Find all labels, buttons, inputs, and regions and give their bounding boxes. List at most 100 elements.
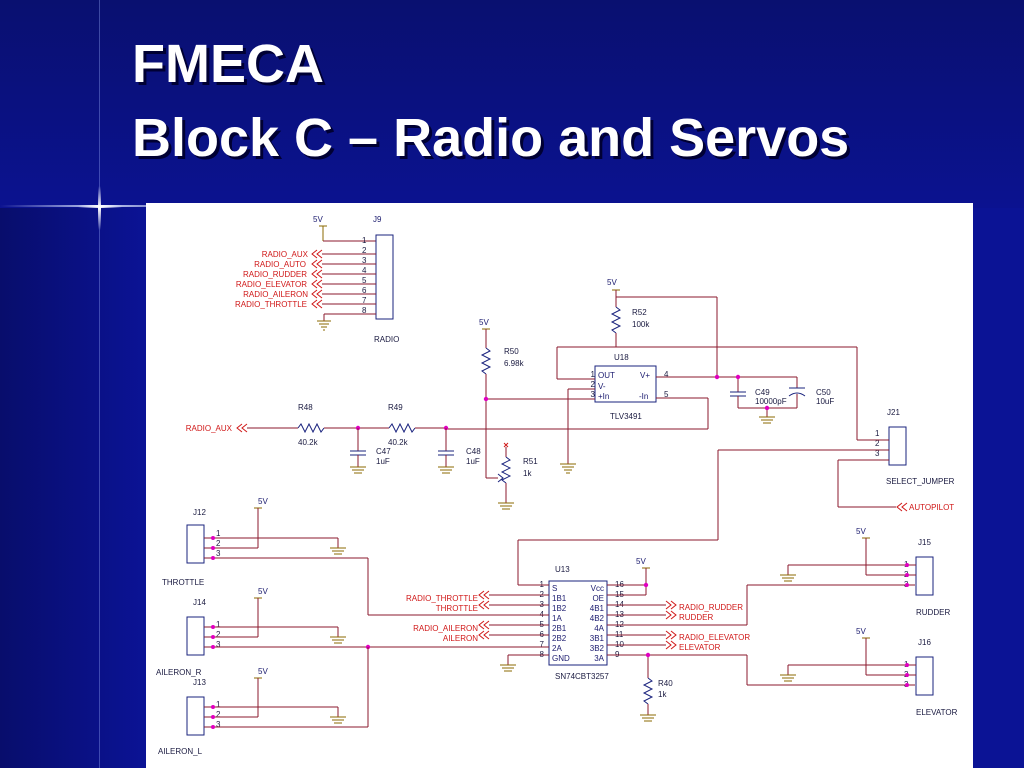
svg-text:C47: C47 — [376, 447, 391, 456]
svg-text:1: 1 — [875, 429, 880, 438]
schematic-diagram: J9 5V 1 2 3 4 5 6 7 8 — [146, 203, 973, 768]
svg-text:4: 4 — [664, 370, 669, 379]
u13-signal-label: RADIO_AILERON — [413, 624, 478, 633]
sparkle-icon — [98, 186, 101, 230]
svg-text:5V: 5V — [856, 627, 866, 636]
svg-text:7: 7 — [540, 640, 545, 649]
svg-text:2A: 2A — [552, 644, 562, 653]
decorative-vertical-line — [99, 0, 100, 768]
svg-text:V+: V+ — [640, 371, 650, 380]
svg-text:7: 7 — [362, 296, 367, 305]
j9-signal-label: RADIO_THROTTLE — [235, 300, 307, 309]
r50-resistor: 5V R50 6.98k — [479, 318, 525, 478]
svg-text:U13: U13 — [555, 565, 570, 574]
svg-text:TLV3491: TLV3491 — [610, 412, 642, 421]
svg-text:1B2: 1B2 — [552, 604, 567, 613]
svg-text:2: 2 — [875, 439, 880, 448]
r52-resistor: 5V R52 100k — [607, 278, 650, 347]
svg-text:OUT: OUT — [598, 371, 615, 380]
j9-signal-label: RADIO_AILERON — [243, 290, 308, 299]
svg-text:GND: GND — [552, 654, 570, 663]
j9-signal-label: RADIO_AUX — [262, 250, 309, 259]
svg-text:OE: OE — [592, 594, 604, 603]
svg-text:3: 3 — [875, 449, 880, 458]
svg-text:RUDDER: RUDDER — [916, 608, 950, 617]
svg-text:3: 3 — [216, 720, 221, 729]
svg-text:3: 3 — [362, 256, 367, 265]
u13-signal-label: ELEVATOR — [679, 643, 721, 652]
radio-aux-input-label: RADIO_AUX — [186, 424, 233, 433]
j9-name: RADIO — [374, 335, 399, 344]
svg-text:V-: V- — [598, 382, 606, 391]
svg-text:5V: 5V — [258, 587, 268, 596]
svg-text:5V: 5V — [636, 557, 646, 566]
svg-text:1: 1 — [216, 529, 221, 538]
j9-signal-label: RADIO_AUTO — [254, 260, 306, 269]
svg-text:AILERON_R: AILERON_R — [156, 668, 202, 677]
svg-text:1k: 1k — [658, 690, 667, 699]
svg-text:100k: 100k — [632, 320, 650, 329]
svg-text:1k: 1k — [523, 469, 532, 478]
svg-text:2: 2 — [216, 539, 221, 548]
svg-text:1: 1 — [216, 700, 221, 709]
j15-connector: J15 1 2 3 RUDDER — [904, 538, 950, 617]
right-panel — [973, 208, 1024, 768]
svg-text:R52: R52 — [632, 308, 647, 317]
u13-signal-label: RUDDER — [679, 613, 713, 622]
r49-resistor: R49 40.2k — [388, 403, 416, 447]
svg-text:1: 1 — [216, 620, 221, 629]
svg-text:1: 1 — [591, 370, 596, 379]
svg-text:6.98k: 6.98k — [504, 359, 525, 368]
svg-text:10000pF: 10000pF — [755, 397, 787, 406]
svg-text:6: 6 — [362, 286, 367, 295]
r51-potentiometer: R51 1k — [486, 442, 538, 495]
svg-text:5: 5 — [664, 390, 669, 399]
svg-text:4B1: 4B1 — [590, 604, 605, 613]
svg-text:5V: 5V — [258, 667, 268, 676]
sparkle-icon-horizontal — [78, 205, 122, 208]
u13-signal-label: AILERON — [443, 634, 478, 643]
svg-text:40.2k: 40.2k — [298, 438, 319, 447]
slide-subtitle: Block C – Radio and Servos — [132, 108, 850, 168]
svg-text:2: 2 — [362, 246, 367, 255]
svg-text:R40: R40 — [658, 679, 673, 688]
c50-capacitor: C50 10uF — [788, 377, 834, 408]
svg-text:J15: J15 — [918, 538, 931, 547]
svg-text:SELECT_JUMPER: SELECT_JUMPER — [886, 477, 955, 486]
svg-text:2: 2 — [591, 380, 596, 389]
svg-text:C49: C49 — [755, 388, 770, 397]
svg-text:5V: 5V — [607, 278, 617, 287]
svg-text:R50: R50 — [504, 347, 519, 356]
j12-connector: J12 1 2 3 THROTTLE — [162, 508, 221, 587]
svg-text:3A: 3A — [594, 654, 604, 663]
svg-text:1B1: 1B1 — [552, 594, 567, 603]
j9-pin-numbers: 1 2 3 4 5 6 7 8 — [362, 236, 367, 315]
svg-text:2: 2 — [216, 630, 221, 639]
svg-text:J14: J14 — [193, 598, 206, 607]
j21-connector: J21 1 2 3 SELECT_JUMPER — [875, 408, 955, 486]
j9-signal-label: RADIO_RUDDER — [243, 270, 307, 279]
svg-text:3B2: 3B2 — [590, 644, 605, 653]
u13-signal-label: RADIO_THROTTLE — [406, 594, 478, 603]
decorative-horizontal-line — [0, 205, 146, 207]
c48-capacitor: C48 1uF — [438, 428, 481, 467]
svg-text:40.2k: 40.2k — [388, 438, 409, 447]
svg-text:ELEVATOR: ELEVATOR — [916, 708, 958, 717]
slide-title: FMECA — [132, 34, 324, 94]
svg-text:2: 2 — [216, 710, 221, 719]
svg-text:5V: 5V — [258, 497, 268, 506]
u13-signal-label: RADIO_RUDDER — [679, 603, 743, 612]
svg-text:J12: J12 — [193, 508, 206, 517]
r48-resistor: R48 40.2k — [297, 403, 325, 447]
svg-text:5: 5 — [362, 276, 367, 285]
svg-text:5V: 5V — [856, 527, 866, 536]
svg-text:8: 8 — [362, 306, 367, 315]
left-panel — [0, 208, 146, 768]
svg-text:R51: R51 — [523, 457, 538, 466]
svg-text:4A: 4A — [594, 624, 604, 633]
svg-text:C48: C48 — [466, 447, 481, 456]
svg-text:THROTTLE: THROTTLE — [162, 578, 204, 587]
svg-text:2B1: 2B1 — [552, 624, 567, 633]
svg-text:1A: 1A — [552, 614, 562, 623]
svg-text:5V: 5V — [479, 318, 489, 327]
